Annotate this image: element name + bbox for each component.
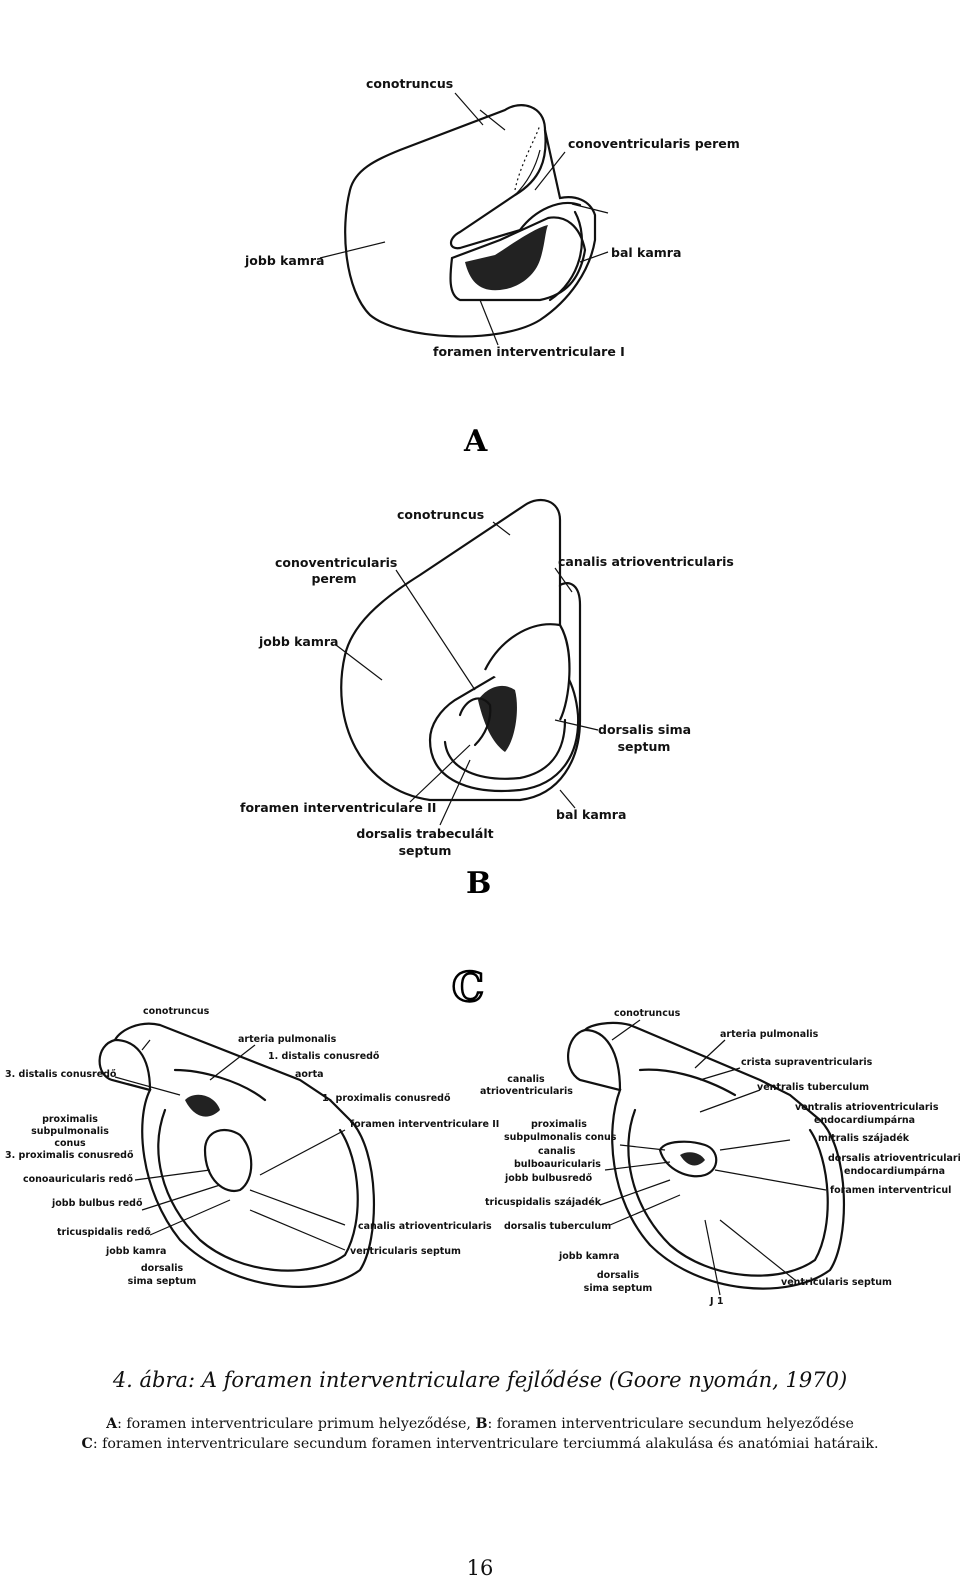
label-cl-dorsalis: dorsalis: [140, 1263, 184, 1274]
label-cr-jobb-kamra: jobb kamra: [559, 1251, 620, 1262]
label-b-conoventricularis: conoventricularis: [275, 555, 398, 570]
label-cr-tricuspidalis-szajadek: tricuspidalis szájadék: [485, 1197, 602, 1208]
label-cr-dorsalis-atrio: dorsalis atrioventricularis: [828, 1153, 960, 1164]
figure-caption-title: 4. ábra: A foramen interventriculare fej…: [112, 1368, 848, 1392]
label-cl-conus: conus: [54, 1138, 86, 1149]
label-cl-proximalis-3: 3. proximalis conusredő: [5, 1150, 134, 1161]
label-cr-ventricularis-septum: ventricularis septum: [781, 1277, 892, 1288]
label-cl-sima-septum: sima septum: [127, 1276, 197, 1287]
label-cr-j1: J 1: [710, 1296, 724, 1307]
label-cl-aorta: aorta: [295, 1069, 324, 1080]
label-cr-crista: crista supraventricularis: [741, 1057, 873, 1068]
label-cl-subpulmonalis: subpulmonalis: [31, 1126, 109, 1137]
panel-c-right-drawing: [566, 1019, 846, 1296]
label-cr-arteria-pulmonalis: arteria pulmonalis: [720, 1029, 819, 1040]
label-b-foramen-ii: foramen interventriculare II: [240, 800, 437, 815]
label-cl-distalis-3: 3. distalis conusredő: [5, 1069, 117, 1080]
figure-caption-line-1: A: foramen interventriculare primum hely…: [0, 1416, 960, 1432]
label-cr-canalis: canalis: [507, 1074, 545, 1085]
label-a-jobb-kamra: jobb kamra: [245, 253, 325, 268]
page-number: 16: [466, 1556, 494, 1580]
caption-key-b: B: [475, 1416, 488, 1432]
label-cr-bulboauricularis: bulboauricularis: [514, 1159, 601, 1170]
label-cl-tricuspidalis: tricuspidalis redő: [57, 1227, 151, 1238]
label-b-bal-kamra: bal kamra: [556, 807, 627, 822]
label-a-conoventricularis-perem: conoventricularis perem: [568, 136, 740, 151]
panel-b-letter: B: [466, 866, 492, 901]
label-cr-ventralis-atrio: ventralis atrioventricularis: [795, 1102, 939, 1113]
label-b-conotruncus: conotruncus: [397, 507, 485, 522]
label-cl-conotruncus: conotruncus: [143, 1006, 210, 1017]
label-b-dorsalis-sima-septum: septum: [617, 739, 671, 754]
label-cl-jobb-kamra: jobb kamra: [106, 1246, 167, 1257]
panel-c-left-drawing: [98, 1022, 376, 1288]
caption-text-b: : foramen interventriculare secundum hel…: [487, 1416, 854, 1432]
label-b-canalis-atrioventricularis: canalis atrioventricularis: [558, 554, 734, 569]
label-cl-distalis-1: 1. distalis conusredő: [268, 1051, 380, 1062]
label-cr-dorsalis-tuberculum: dorsalis tuberculum: [504, 1221, 612, 1232]
panel-b-heart-drawing: [335, 498, 599, 826]
figure-caption-line-2: C: foramen interventriculare secundum fo…: [0, 1436, 960, 1452]
label-cl-proximalis-1: 1. proximalis conusredő: [322, 1093, 451, 1104]
label-cr-dorsalis: dorsalis: [596, 1270, 640, 1281]
panel-a-heart-drawing: [319, 92, 609, 346]
label-b-dorsalis-trabecult-septum: septum: [398, 843, 452, 858]
label-cr-canalis-b: canalis: [538, 1146, 576, 1157]
label-cl-jobb-bulbus: jobb bulbus redő: [52, 1198, 143, 1209]
label-cr-endocardium-2: endocardiumpárna: [844, 1166, 946, 1177]
label-b-dorsalis-trabecult: dorsalis trabeculált: [356, 826, 494, 841]
label-b-jobb-kamra: jobb kamra: [259, 634, 339, 649]
caption-key-c: C: [81, 1436, 93, 1452]
label-cr-foramen: foramen interventricul: [830, 1185, 952, 1196]
label-b-dorsalis-sima: dorsalis sima: [598, 722, 692, 737]
label-a-foramen-i: foramen interventriculare I: [433, 344, 625, 359]
label-cr-mitralis: mitralis szájadék: [818, 1133, 910, 1144]
label-cr-proximalis: proximalis: [531, 1119, 587, 1130]
label-cr-ventralis-tuberculum: ventralis tuberculum: [757, 1082, 870, 1093]
label-cl-canalis: canalis atrioventricularis: [358, 1221, 492, 1232]
label-cl-arteria-pulmonalis: arteria pulmonalis: [238, 1034, 337, 1045]
caption-text-c: : foramen interventriculare secundum for…: [92, 1436, 879, 1452]
caption-key-a: A: [106, 1416, 118, 1432]
label-cl-proximalis: proximalis: [42, 1114, 98, 1125]
panel-c-letter: C: [451, 963, 485, 1013]
label-cl-ventricularis-septum: ventricularis septum: [350, 1246, 461, 1257]
panel-a-letter: A: [464, 424, 488, 459]
label-cr-endocardium-1: endocardiumpárna: [814, 1115, 916, 1126]
label-cl-conoauricularis: conoauricularis redő: [23, 1174, 133, 1185]
label-cr-conotruncus: conotruncus: [614, 1008, 681, 1019]
label-a-conotruncus: conotruncus: [366, 76, 454, 91]
label-cr-atrioventricularis: atrioventricularis: [480, 1086, 573, 1097]
label-a-bal-kamra: bal kamra: [611, 245, 682, 260]
label-cl-foramen-ii: foramen interventriculare II: [350, 1119, 500, 1130]
label-cr-subpulmonalis: subpulmonalis conus: [504, 1132, 617, 1143]
label-b-perem: perem: [311, 571, 357, 586]
label-cr-sima-septum: sima septum: [583, 1283, 653, 1294]
caption-text-a: : foramen interventriculare primum helye…: [117, 1416, 476, 1432]
label-cr-jobb-bulbusredo: jobb bulbusredő: [505, 1173, 593, 1184]
